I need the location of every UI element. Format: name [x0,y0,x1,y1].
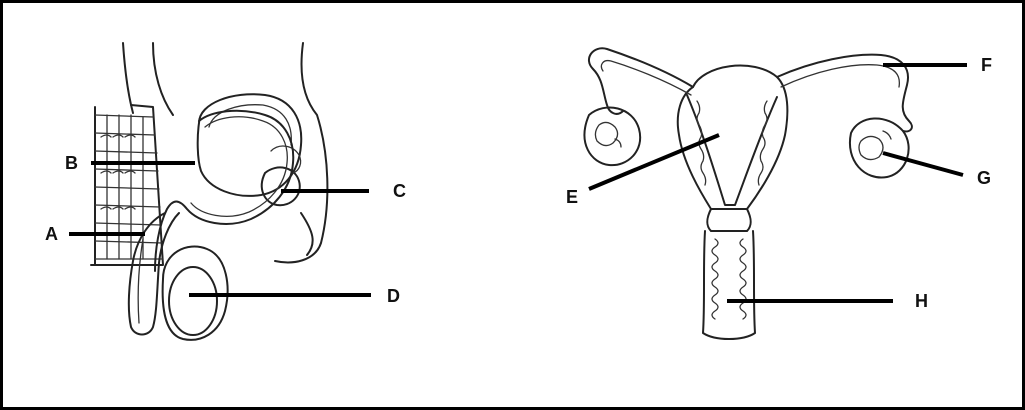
label-e: E [566,187,578,207]
testis [169,267,217,335]
label-c: C [393,181,406,201]
label-h: H [915,291,928,311]
vagina [703,231,755,339]
label-d: D [387,286,400,306]
leader-line-e [589,135,719,189]
uterus [678,66,788,209]
ovary-left [585,107,641,165]
label-a: A [45,224,58,244]
leader-line-g [883,153,963,175]
label-b: B [65,153,78,173]
label-f: F [981,55,992,75]
fallopian-tube-left [589,48,693,114]
female-reproductive-system [585,48,912,339]
spine-vertebrae [91,105,163,265]
endometrium [687,95,777,205]
label-g: G [977,168,991,188]
diagram-canvas: B A C D E F G H [3,3,1022,407]
cervix [707,209,751,231]
